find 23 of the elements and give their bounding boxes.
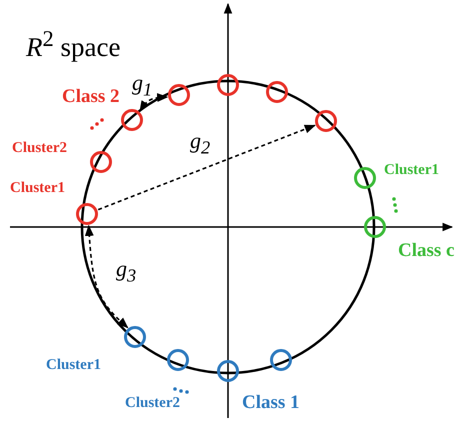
cluster-label: Cluster2 xyxy=(12,140,67,157)
edge-label: g$_{3}$ xyxy=(116,258,136,285)
edge-label: g$_{1}$ xyxy=(132,72,152,99)
cluster-label: Cluster2 xyxy=(125,395,180,412)
class-label: Class c xyxy=(398,240,454,262)
class-label: Class 1 xyxy=(242,392,300,414)
cluster-circle xyxy=(217,360,239,382)
cluster-circle xyxy=(168,84,190,106)
dotted-arrow xyxy=(98,124,316,210)
cluster-circle xyxy=(217,74,239,96)
cluster-circle xyxy=(315,110,337,132)
dotted-arrow xyxy=(84,224,128,328)
cluster-circle xyxy=(121,109,143,131)
cluster-circle xyxy=(364,216,386,238)
dotted-arrow xyxy=(139,93,168,112)
class-label: Class 2 xyxy=(62,86,120,108)
title: R$^{2}$ space xyxy=(26,26,120,63)
cluster-label: Cluster1 xyxy=(10,180,65,197)
cluster-circle xyxy=(266,81,288,103)
cluster-label: Cluster1 xyxy=(46,357,101,374)
cluster-label: Cluster1 xyxy=(384,162,439,179)
cluster-circle xyxy=(270,349,292,371)
edge-label: g$_{2}$ xyxy=(190,130,210,157)
